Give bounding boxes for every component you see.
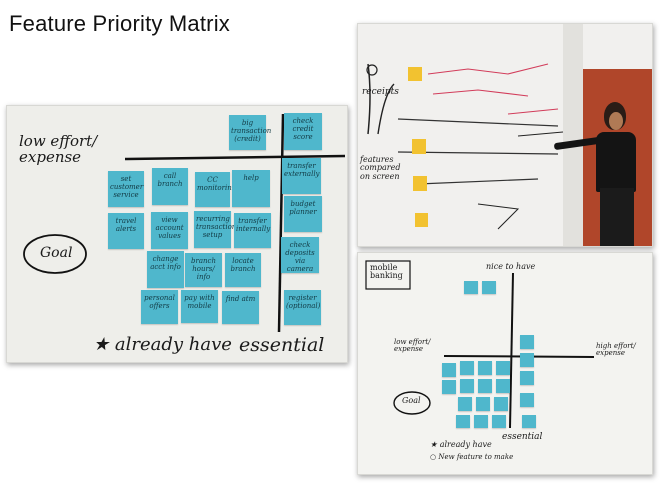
sticky-note: call branch	[152, 168, 188, 205]
sticky-note-small	[460, 379, 474, 393]
sticky-note-small	[520, 393, 534, 407]
wall-corner-shade	[563, 24, 583, 246]
sticky-note-small	[460, 361, 474, 375]
slide-title: Feature Priority Matrix	[9, 11, 230, 36]
sticky-note: locate branch	[225, 253, 261, 287]
already-have-label-2: ★ already have	[430, 440, 492, 449]
low-effort-label-2: low effort/ expense	[394, 338, 431, 354]
photo-whiteboard-wall: receipts features compared on screen	[357, 23, 653, 247]
sticky-note-small	[492, 415, 506, 428]
sticky-note-small	[476, 397, 490, 411]
sticky-note-small	[496, 361, 510, 375]
essential-label: essential	[239, 334, 325, 356]
sticky-note: transfer internally	[234, 213, 271, 248]
photo-matrix-closeup: low effort/ expense Goal ★ already have …	[6, 105, 348, 363]
sticky-note-small	[494, 397, 508, 411]
goal-label: Goal	[40, 245, 73, 261]
sticky-note: pay with mobile	[181, 290, 218, 323]
matrix-axes-2	[365, 260, 595, 429]
yellow-sticky-note	[415, 213, 428, 227]
nice-to-have-label: nice to have	[486, 262, 536, 271]
sticky-note-small	[482, 281, 496, 294]
sticky-note-small	[478, 361, 492, 375]
wall-features-text: features compared on screen	[360, 155, 401, 181]
sticky-note: recurring transaction setup	[194, 211, 236, 248]
sticky-note-small	[442, 363, 456, 377]
sticky-note: travel alerts	[108, 213, 144, 249]
sticky-note: set customer service	[108, 171, 144, 207]
sticky-note-small	[478, 379, 492, 393]
already-have-label: ★ already have	[93, 334, 232, 355]
yellow-sticky-note	[413, 176, 427, 191]
sticky-note-small	[520, 371, 534, 385]
sticky-note-small	[456, 415, 470, 428]
sticky-note-small	[522, 415, 536, 428]
sticky-note-small	[458, 397, 472, 411]
sticky-note: help	[232, 170, 270, 207]
sticky-note: CC monitoring	[195, 172, 236, 207]
sticky-note-small	[496, 379, 510, 393]
yellow-sticky-note	[412, 139, 426, 154]
yellow-sticky-note	[408, 67, 422, 81]
photo-mobile-banking-matrix: mobile banking nice to have low effort/ …	[357, 252, 653, 475]
sticky-note: check credit score	[284, 113, 322, 150]
low-effort-label: low effort/ expense	[19, 132, 98, 166]
sticky-note: check deposits via camera	[281, 237, 319, 273]
essential-label-2: essential	[502, 432, 543, 442]
new-feature-label: ○ New feature to make	[430, 453, 514, 461]
sticky-note: transfer externally	[282, 158, 321, 194]
sticky-note-small	[520, 353, 534, 367]
sticky-note: personal offers	[141, 290, 178, 324]
sticky-note: find atm	[222, 291, 259, 324]
sticky-note: budget planner	[284, 196, 322, 232]
matrix-axes	[23, 113, 346, 333]
goal-label-2: Goal	[402, 396, 421, 405]
sticky-note: branch hours/ info	[185, 253, 222, 287]
sticky-note: change acct info	[147, 251, 184, 288]
sticky-note: big transaction (credit)	[229, 115, 271, 150]
sticky-note-small	[520, 335, 534, 349]
sticky-note: view account values	[151, 212, 188, 249]
wall-receipts-text: receipts	[362, 87, 399, 97]
person-figure	[553, 102, 644, 246]
sticky-note-small	[464, 281, 478, 294]
sticky-note-small	[474, 415, 488, 428]
sticky-note: register (optional)	[284, 290, 321, 325]
high-effort-label: high effort/ expense	[596, 342, 636, 358]
sticky-note-small	[442, 380, 456, 394]
mobile-banking-label: mobile banking	[370, 263, 403, 281]
